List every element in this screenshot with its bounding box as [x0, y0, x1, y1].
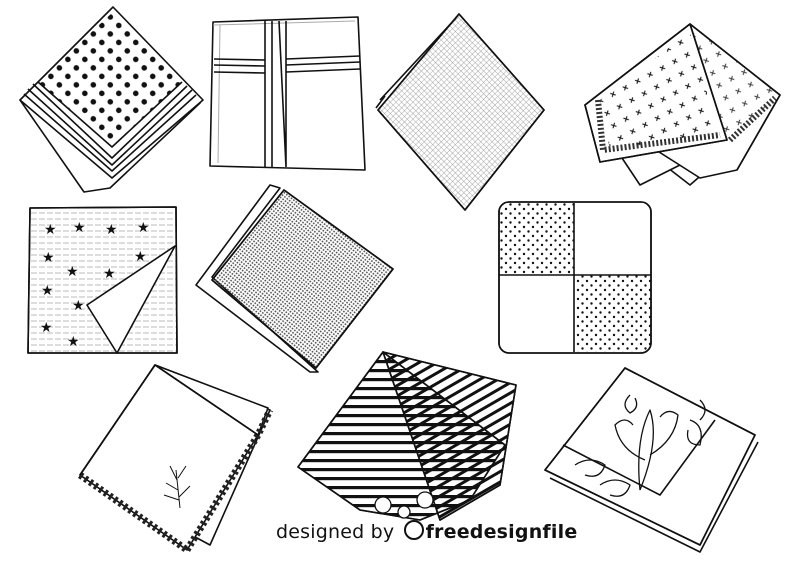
grid-check-handkerchief	[375, 13, 545, 211]
svg-text:★: ★	[72, 298, 85, 314]
fine-dot-handkerchief	[195, 184, 394, 373]
floral-lace-border-handkerchief	[584, 23, 781, 186]
striped-floral-handkerchief	[297, 351, 517, 521]
svg-text:★: ★	[103, 266, 116, 282]
plaid-stripe-handkerchief	[209, 16, 366, 171]
svg-text:★: ★	[66, 264, 79, 280]
svg-text:★: ★	[73, 220, 86, 236]
svg-text:★: ★	[105, 222, 118, 238]
svg-text:★: ★	[42, 250, 55, 266]
quadrant-dot-handkerchief	[498, 201, 652, 354]
freedesignfile-logo-icon	[403, 520, 424, 540]
designer-credit: designed by freedesignfile	[276, 520, 577, 543]
svg-text:★: ★	[134, 249, 147, 265]
sprig-embroidery	[163, 465, 191, 509]
ornament-scrolls	[574, 394, 706, 497]
polka-dot-handkerchief	[19, 6, 204, 193]
flower-motif	[374, 491, 434, 519]
ornamental-paisley-handkerchief	[544, 367, 759, 553]
credit-prefix: designed by	[276, 521, 401, 543]
embroidered-sprig-handkerchief	[77, 364, 274, 553]
svg-text:★: ★	[41, 283, 54, 299]
svg-text:★: ★	[67, 334, 80, 350]
svg-text:★: ★	[137, 220, 150, 236]
credit-brand: freedesignfile	[425, 521, 578, 543]
svg-text:★: ★	[44, 222, 57, 238]
star-handkerchief: ★ ★ ★ ★ ★ ★ ★ ★ ★ ★ ★ ★	[27, 206, 178, 354]
svg-text:★: ★	[40, 320, 53, 336]
